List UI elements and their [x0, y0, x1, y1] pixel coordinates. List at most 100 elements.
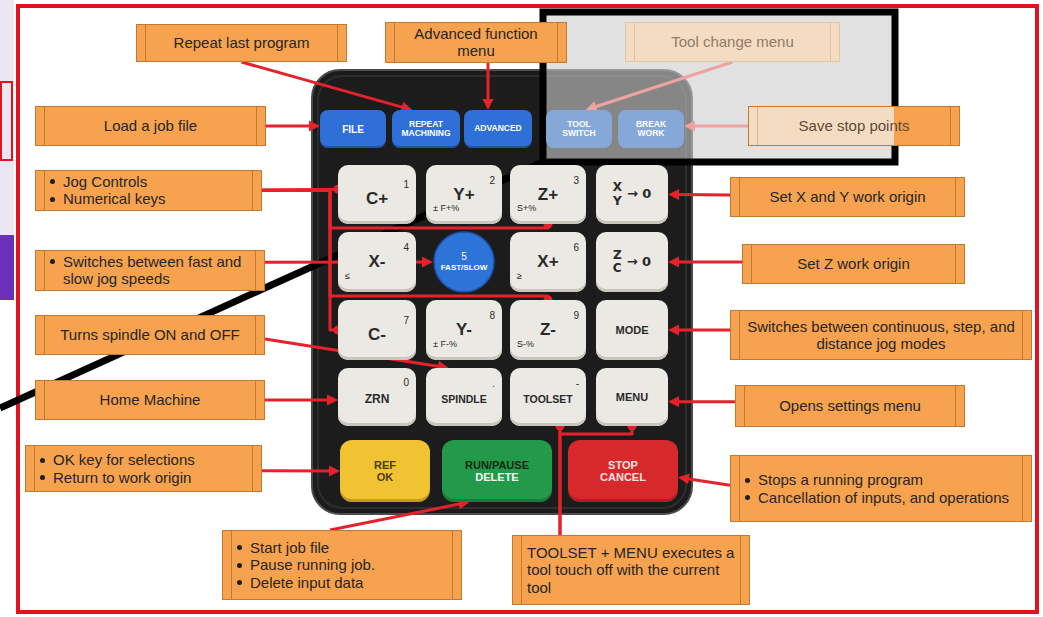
callout-text: Jog Controls — [63, 173, 251, 190]
keypad-key: REFOK — [340, 440, 430, 502]
leader-line — [330, 504, 462, 530]
leader-line — [692, 124, 748, 127]
page-edge — [0, 235, 14, 300]
callout-box: Switches between fast and slow jog speed… — [35, 250, 265, 291]
callout-text: Opens settings menu — [779, 397, 921, 414]
key-label: Y — [613, 195, 622, 208]
page-edge — [1, 82, 12, 160]
keypad-key: TOOL SWITCH — [546, 110, 612, 148]
leader-arrow — [668, 396, 735, 407]
key-label: TOOLSET — [523, 394, 572, 406]
keypad-bezel — [318, 76, 686, 508]
callout-text: Turns spindle ON and OFF — [60, 326, 240, 343]
key-label: MENU — [616, 391, 648, 403]
key-label: TOOL SWITCH — [550, 120, 608, 139]
callout-text: Set Z work origin — [797, 255, 910, 272]
leader-arrow — [483, 63, 494, 111]
callout-text: Save stop points — [799, 117, 910, 134]
keypad-key: MODE — [596, 300, 668, 360]
callout-box: Advanced function menu — [385, 22, 567, 63]
key-label: CANCEL — [600, 471, 646, 483]
leader-arrow — [678, 473, 730, 485]
leader-line — [676, 193, 730, 196]
keypad-key: Y+2± F+% — [426, 165, 502, 224]
key-label: MODE — [616, 324, 649, 336]
key-label: → 0 — [627, 187, 651, 201]
arrow-head — [668, 396, 679, 407]
keypad-key: BREAK WORK — [618, 110, 684, 148]
key-label: C — [613, 262, 622, 275]
leader-line — [262, 469, 332, 472]
leader-arrow — [242, 62, 413, 112]
callout-box: TOOLSET + MENU executes a tool touch off… — [512, 535, 750, 605]
arrow-head — [678, 473, 690, 484]
key-label: S-% — [517, 340, 534, 349]
key-label: ≥ — [517, 272, 522, 281]
key-label: S+% — [517, 204, 536, 213]
callout-box: Save stop points — [748, 106, 960, 146]
key-label: - — [576, 379, 579, 389]
key-label: SPINDLE — [441, 394, 487, 406]
frame — [18, 6, 1037, 612]
callout-box: Home Machine — [35, 380, 265, 420]
callout-box: Repeat last program — [136, 24, 347, 62]
callout-box: Stops a running programCancellation of i… — [730, 455, 1032, 522]
callout-text: Delete input data — [250, 574, 451, 591]
leader-arrow — [262, 465, 340, 476]
key-label: ≤ — [345, 272, 350, 281]
keypad-key: Z+ 3S+% — [510, 165, 586, 224]
callout-text: Start job file — [250, 539, 451, 556]
key-label: Z — [613, 249, 622, 262]
keypad-key: ADVANCED — [464, 110, 532, 148]
callout-box: Start job filePause running job.Delete i… — [222, 530, 462, 600]
keypad-key: FAST/SLOW5 — [433, 231, 495, 293]
leader-line — [242, 62, 405, 108]
callout-text: Switches between fast and slow jog speed… — [63, 253, 254, 288]
key-label: Y+ — [453, 186, 474, 205]
callout-text: Tool change menu — [671, 33, 794, 50]
keypad-key: MENU — [596, 368, 668, 426]
keypad-key: REPEAT MACHINING — [392, 110, 460, 148]
page-edge — [0, 0, 14, 300]
key-label: 8 — [489, 311, 495, 321]
keypad-key: ZC→ 0 — [596, 232, 668, 292]
arrow-head — [668, 325, 679, 336]
callout-box: Load a job file — [35, 106, 266, 146]
leader-line — [676, 329, 730, 332]
keypad-key: FILE — [320, 110, 386, 148]
key-label: ZRN — [365, 393, 390, 406]
key-label: C- — [368, 326, 386, 345]
callout-text: Advanced function menu — [400, 25, 552, 60]
key-label: 7 — [403, 316, 409, 326]
callout-text: Set X and Y work origin — [769, 188, 925, 205]
leader-line — [262, 190, 338, 330]
callout-text: Repeat last program — [174, 34, 310, 51]
key-label: RUN/PAUSE — [465, 459, 529, 471]
key-label: Z+ — [538, 186, 558, 205]
leader-line — [686, 478, 730, 485]
arrow-head — [422, 257, 433, 268]
callout-box: Jog ControlsNumerical keys — [35, 170, 262, 211]
leader-line — [265, 398, 330, 401]
key-label: ± F-% — [433, 340, 457, 349]
callout-text: Cancellation of inputs, and operations — [758, 489, 1021, 506]
key-label: X — [613, 181, 622, 194]
leader-arrow — [586, 62, 733, 112]
key-label: FAST/SLOW — [441, 264, 488, 273]
keypad-key: TOOLSET- — [510, 368, 586, 426]
key-label: 3 — [573, 176, 579, 186]
callout-text: Return to work origin — [53, 469, 251, 486]
key-label: 1 — [403, 180, 409, 190]
keypad-key: X+6≥ — [510, 232, 586, 292]
callout-text: Home Machine — [100, 391, 201, 408]
leader-arrow — [668, 189, 730, 200]
key-label: . — [492, 379, 495, 389]
key-label: X+ — [537, 253, 558, 272]
keypad-key: XY → 0 — [596, 165, 668, 224]
callout-box: Tool change menu — [625, 22, 840, 62]
keypad-key: C- 7 — [338, 300, 416, 360]
arrow-head — [668, 257, 679, 268]
leader-line — [676, 261, 742, 264]
key-label: STOP — [608, 459, 638, 471]
